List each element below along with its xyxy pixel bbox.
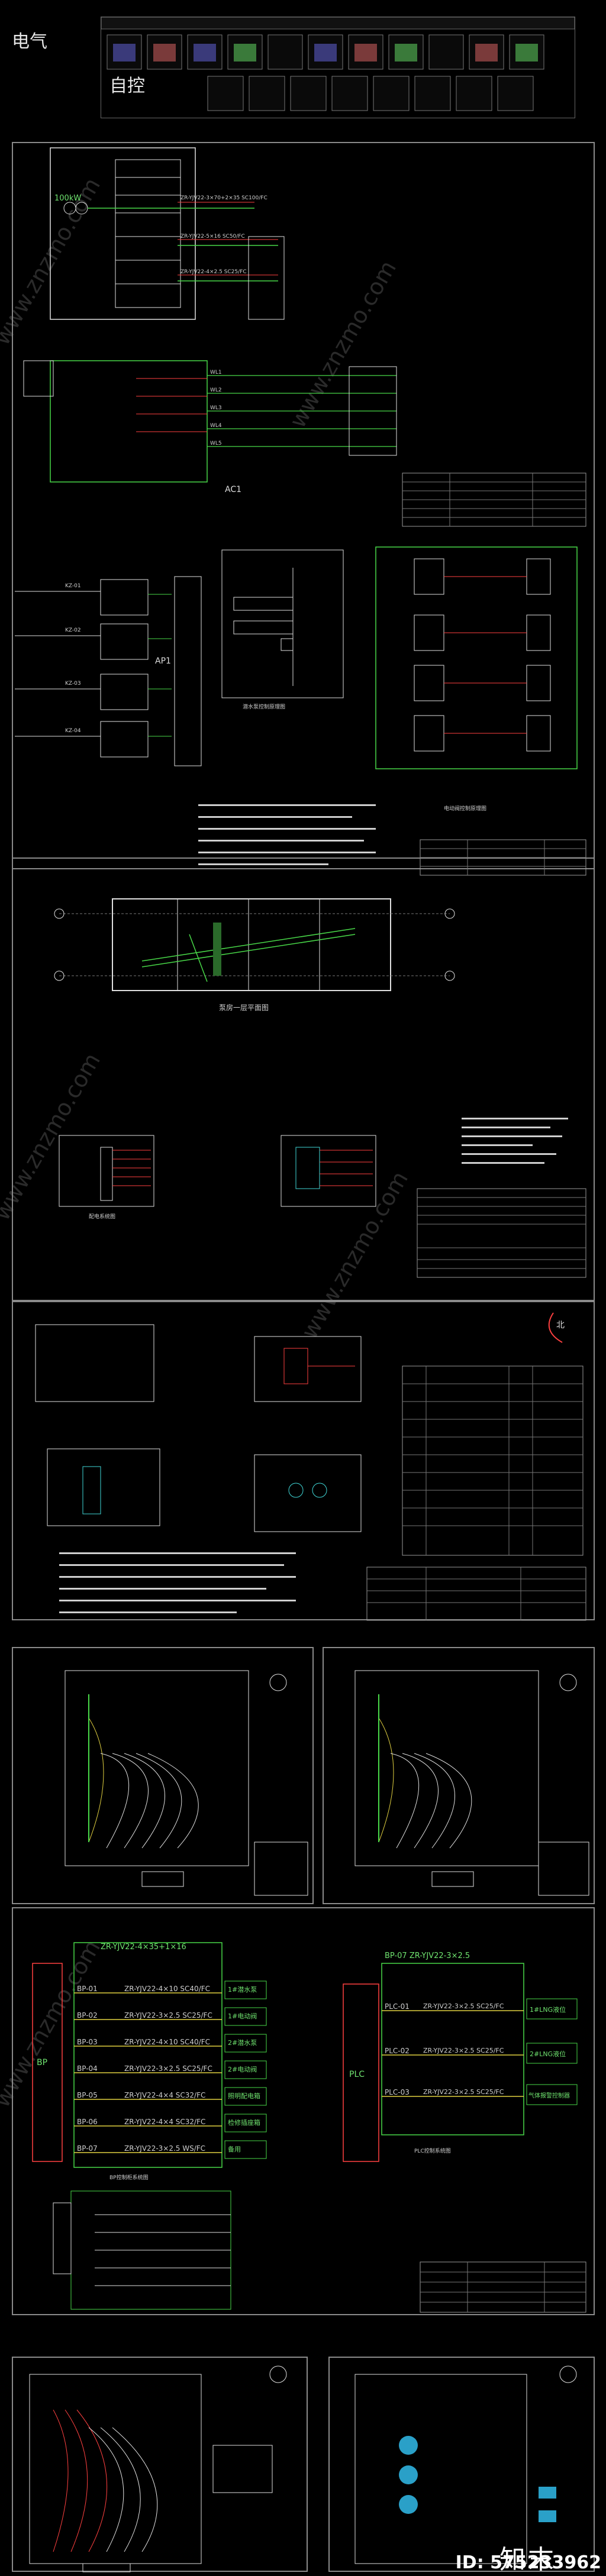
sheet-automation-right (328, 2357, 595, 2572)
bp-row-cable: ZR-YJV22-3×2.5 SC25/FC (124, 2011, 212, 2020)
plc-label: PLC (349, 2070, 365, 2079)
north-label: 北 (556, 1321, 565, 1330)
bp-row-cable: ZR-YJV22-4×10 SC40/FC (124, 2038, 211, 2046)
panel-ap1-label: AP1 (155, 656, 171, 666)
bp-label: BP (37, 2058, 48, 2067)
feeder-label: WL3 (210, 405, 222, 411)
bp-row-cable: ZR-YJV22-3×2.5 WS/FC (124, 2144, 206, 2153)
plc-row-id: PLC-01 (385, 2002, 410, 2011)
bp-row-cable: ZR-YJV22-3×2.5 SC25/FC (124, 2064, 212, 2073)
bp-row-id: BP-04 (77, 2064, 98, 2073)
sheet-bp-plc (12, 1907, 595, 2315)
capacity-label: 100kW (54, 194, 82, 203)
bp-row-load: 照明配电箱 (228, 2092, 260, 2100)
plc-row-id: PLC-02 (385, 2047, 410, 2055)
feeder-label: WL5 (210, 441, 222, 446)
heading-electrical: 电气 (12, 31, 47, 52)
distribution-diagram (15, 147, 586, 876)
plc-row-cable: ZR-YJV22-3×2.5 SC25/FC (423, 2088, 504, 2096)
pump-control-title: 潜水泵控制原理图 (243, 704, 286, 710)
bp-row-load: 备用 (228, 2145, 241, 2153)
bp-plc-diagram (32, 1942, 586, 2313)
circuit-label-2: ZR-YJV22-5×16 SC50/FC (180, 234, 245, 240)
feeder-label: WL2 (210, 387, 222, 393)
plc-row-load: 1#LNG液位 (530, 2006, 566, 2014)
bp-row-load: 1#潜水泵 (228, 1986, 257, 1994)
thumbnail-strip (101, 17, 575, 118)
bp-row-load: 检修插座箱 (228, 2119, 260, 2127)
bp-row-id: BP-06 (77, 2118, 98, 2126)
bp-system-title: BP控制柜系统图 (109, 2175, 149, 2181)
branch-label: KZ-03 (65, 681, 81, 687)
bp-header: ZR-YJV22-4×35+1×16 (101, 1943, 186, 1952)
bp-row-cable: ZR-YJV22-4×4 SC32/FC (124, 2091, 206, 2099)
circuit-label-1: ZR-YJV22-3×70+2×35 SC100/FC (180, 195, 267, 201)
branch-label: KZ-01 (65, 583, 81, 589)
floor-plan-diagram (54, 898, 586, 1278)
branch-label: KZ-02 (65, 627, 81, 633)
automation-plan-diagram (29, 2365, 577, 2572)
sheet-site-plan (12, 1301, 595, 1620)
site-plan-diagram (35, 1312, 586, 1621)
thumbnail-strip-graphic (101, 17, 575, 111)
sheet-cable-right (323, 1647, 595, 1904)
plc-system-title: PLC控制系统图 (414, 2148, 451, 2154)
bp-row-load: 1#电动阀 (228, 2012, 257, 2020)
bp-row-id: BP-05 (77, 2091, 98, 2099)
image-id: ID: 575233962 (455, 2552, 601, 2573)
sheet-distribution (12, 142, 595, 869)
bp-row-id: BP-02 (77, 2011, 98, 2020)
floor-plan-title: 泵房一层平面图 (219, 1004, 269, 1012)
plc-row-cable: ZR-YJV22-3×2.5 SC25/FC (423, 2047, 504, 2054)
plc-row-load: 2#LNG液位 (530, 2050, 566, 2058)
bp-row-id: BP-03 (77, 2038, 98, 2046)
bp-row-id: BP-01 (77, 1985, 98, 1993)
plc-row-load: 气体报警控制器 (528, 2093, 570, 2099)
feeder-label: WL4 (210, 423, 222, 429)
panel-ac1-label: AC1 (225, 485, 242, 494)
circuit-label-3: ZR-YJV22-4×2.5 SC25/FC (180, 269, 247, 275)
bp-row-cable: ZR-YJV22-4×4 SC32/FC (124, 2118, 206, 2126)
bp-row-id: BP-07 (77, 2144, 98, 2153)
plc-row-id: PLC-03 (385, 2088, 410, 2096)
site-logo: 知末 (499, 2545, 556, 2575)
heading-automation: 自控 (109, 76, 145, 96)
distribution-title: 配电系统图 (89, 1214, 116, 1220)
branch-label: KZ-04 (65, 728, 81, 734)
plc-header: BP-07 ZR-YJV22-3×2.5 (385, 1952, 470, 1960)
bp-row-load: 2#电动阀 (228, 2066, 257, 2073)
sheet-automation-left (12, 2357, 308, 2572)
bp-row-cable: ZR-YJV22-4×10 SC40/FC (124, 1985, 211, 1993)
bp-row-load: 2#潜水泵 (228, 2039, 257, 2047)
sheet-cable-left (12, 1647, 314, 1904)
feeder-label: WL1 (210, 370, 222, 376)
valve-control-title: 电动阀控制原理图 (444, 806, 487, 812)
plc-row-cable: ZR-YJV22-3×2.5 SC25/FC (423, 2002, 504, 2010)
sheet-floor-plan (12, 857, 595, 1301)
cable-routing-diagram (65, 1670, 589, 1896)
